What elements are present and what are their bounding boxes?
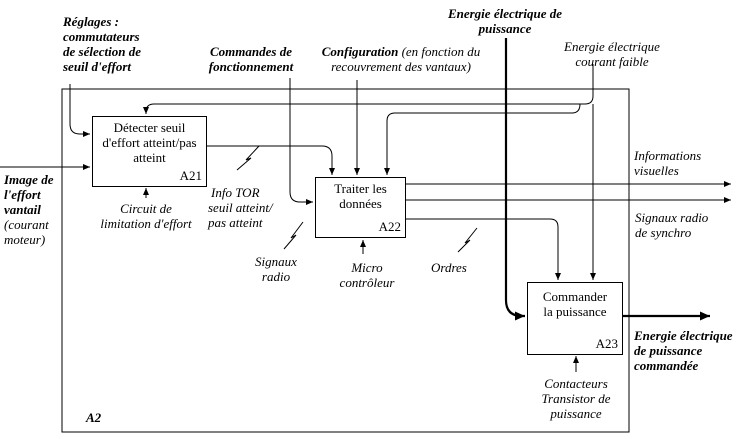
contacteurs-line-2: Transistor de [541, 391, 611, 406]
activity-a22: Traiter les données A22 [315, 177, 406, 238]
activity-a21: Détecter seuil d'effort atteint/pas atte… [92, 116, 207, 187]
arrow-commandes [289, 78, 313, 205]
arrow-energie-faible-a21 [143, 64, 594, 114]
effort-line-2: l'effort [4, 187, 41, 202]
a21-name-line-3: atteint [133, 150, 166, 165]
label-energie-commandee: Energie électrique de puissance commandé… [634, 328, 733, 373]
informations-line-2: visuelles [634, 163, 679, 178]
reglages-line-4: seuil d'effort [63, 59, 132, 74]
info-tor-line-1: Info TOR [211, 185, 260, 200]
squiggle-info-tor [236, 145, 260, 171]
micro-line-2: contrôleur [339, 275, 395, 290]
configuration-italic-2: recouvrement des vantaux) [331, 59, 471, 74]
activity-a22-name: Traiter les données [316, 181, 405, 211]
signaux-radio-line-2: radio [261, 269, 291, 284]
circuit-line-1: Circuit de [120, 201, 172, 216]
contacteurs-line-3: puissance [550, 406, 602, 421]
label-circuit: Circuit de limitation d'effort [86, 201, 206, 231]
label-reglages: Réglages : commutateurs de sélection de … [63, 14, 141, 74]
label-energie-puissance: Energie électrique de puissance [430, 6, 580, 36]
reglages-line-1: Réglages : [63, 14, 119, 29]
label-info-tor: Info TOR seuil atteint/ pas atteint [208, 185, 273, 230]
commandes-line-1: Commandes de [210, 44, 292, 59]
label-commandes: Commandes de fonctionnement [200, 44, 302, 74]
commandes-line-2: fonctionnement [208, 59, 294, 74]
configuration-italic-1: (en fonction du [398, 44, 481, 59]
signaux-synchro-line-2: de synchro [635, 225, 692, 240]
effort-line-1: Image de [4, 172, 54, 187]
energie-faible-line-1: Energie électrique [564, 39, 660, 54]
a23-name-line-1: Commander [542, 289, 608, 304]
a23-name-line-2: la puissance [543, 304, 607, 319]
activity-a22-code: A22 [378, 219, 401, 234]
configuration-bold: Configuration [321, 44, 399, 59]
activity-a23: Commander la puissance A23 [527, 282, 623, 355]
a21-name-line-1: Détecter seuil [113, 120, 186, 135]
a22-name-line-2: données [339, 196, 382, 211]
energie-commandee-line-2: de puissance [634, 343, 703, 358]
label-configuration: Configuration (en fonction du recouvreme… [306, 44, 496, 74]
informations-line-1: Informations [634, 148, 702, 163]
a21-name-line-2: d'effort atteint/pas [102, 135, 197, 150]
activity-a21-name: Détecter seuil d'effort atteint/pas atte… [93, 120, 206, 165]
arrow-energie-puissance [504, 38, 525, 321]
label-micro: Micro contrôleur [330, 260, 404, 290]
reglages-line-3: de sélection de [63, 44, 141, 59]
a22-name-line-1: Traiter les [334, 181, 387, 196]
arrow-ordres [405, 218, 561, 280]
label-effort-input: Image de l'effort vantail (courant moteu… [4, 172, 53, 247]
info-tor-line-2: seuil atteint/ [208, 200, 273, 215]
energie-puissance-line-2: puissance [478, 21, 532, 36]
label-signaux-synchro: Signaux radio de synchro [635, 210, 708, 240]
label-contacteurs: Contacteurs Transistor de puissance [526, 376, 626, 421]
signaux-synchro-line-1: Signaux radio [635, 210, 709, 225]
effort-line-5: moteur) [4, 232, 46, 247]
activity-a23-name: Commander la puissance [528, 289, 622, 319]
squiggle-signaux-radio [283, 221, 304, 250]
info-tor-line-3: pas atteint [208, 215, 263, 230]
energie-commandee-line-1: Energie électrique [634, 328, 733, 343]
contacteurs-line-1: Contacteurs [544, 376, 608, 391]
label-informations: Informations visuelles [634, 148, 701, 178]
signaux-radio-line-1: Signaux [255, 254, 297, 269]
arrow-reglages [69, 84, 90, 137]
energie-commandee-line-3: commandée [634, 358, 699, 373]
label-ordres: Ordres [431, 260, 467, 275]
effort-line-4: (courant [4, 217, 49, 232]
arrow-energie-faible-a22 [384, 103, 581, 175]
circuit-line-2: limitation d'effort [100, 216, 192, 231]
context-frame [61, 88, 630, 433]
arrow-a21-to-a22 [206, 145, 335, 175]
squiggle-ordres [457, 227, 478, 253]
energie-faible-line-2: courant faible [575, 54, 649, 69]
configuration-line-1: Configuration (en fonction du [306, 44, 496, 59]
energie-puissance-line-1: Energie électrique de [447, 6, 563, 21]
micro-line-1: Micro [351, 260, 383, 275]
node-id: A2 [86, 410, 102, 425]
label-energie-faible: Energie électrique courant faible [548, 39, 676, 69]
reglages-line-2: commutateurs [63, 29, 140, 44]
activity-a21-code: A21 [179, 168, 202, 183]
label-signaux-radio: Signaux radio [248, 254, 304, 284]
effort-line-3: vantail [4, 202, 41, 217]
activity-a23-code: A23 [595, 336, 618, 351]
